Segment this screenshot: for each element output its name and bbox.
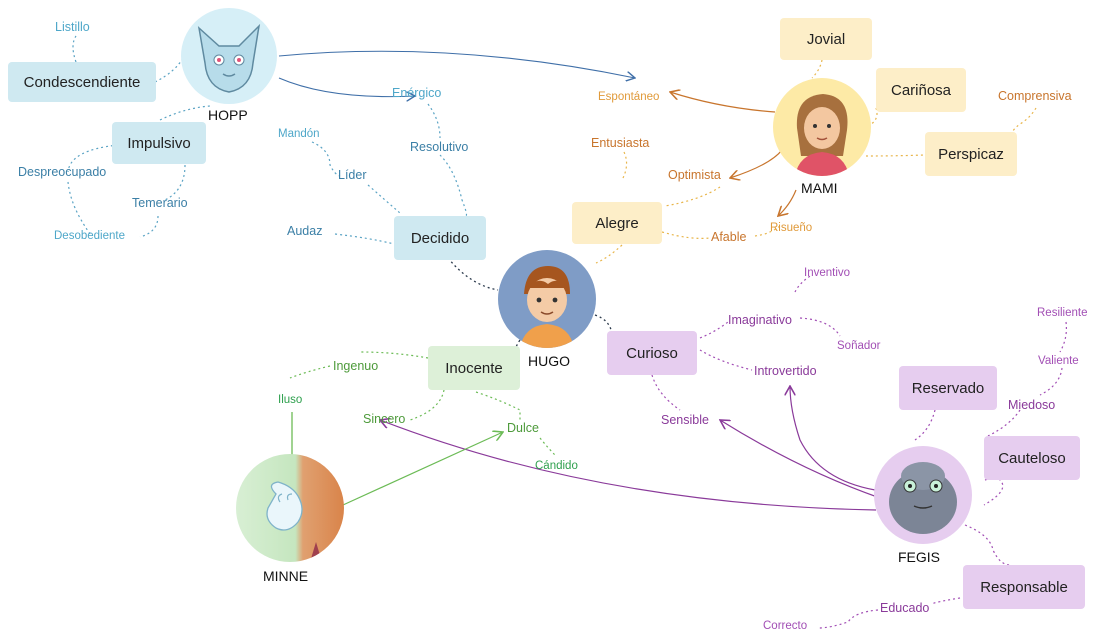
fegis-avatar bbox=[874, 446, 972, 544]
box-perspicaz[interactable]: Perspicaz bbox=[925, 132, 1017, 176]
box-cauteloso[interactable]: Cauteloso bbox=[984, 436, 1080, 480]
minne-illustration bbox=[266, 481, 322, 562]
word-temerario: Temerario bbox=[132, 196, 188, 210]
word-energico: Enérgico bbox=[392, 86, 442, 100]
word-lider: Líder bbox=[338, 168, 367, 182]
box-alegre[interactable]: Alegre bbox=[572, 202, 662, 244]
hugo-avatar bbox=[498, 250, 596, 348]
box-decidido[interactable]: Decidido bbox=[394, 216, 486, 260]
word-educado: Educado bbox=[880, 601, 930, 615]
word-imaginativo: Imaginativo bbox=[728, 313, 792, 327]
word-sincero: Sincero bbox=[363, 412, 406, 426]
word-optimista: Optimista bbox=[668, 168, 721, 182]
minne-avatar bbox=[236, 454, 344, 562]
word-inventivo: Inventivo bbox=[804, 267, 851, 279]
word-sonador: Soñador bbox=[837, 340, 881, 352]
box-reservado[interactable]: Reservado bbox=[899, 366, 997, 410]
word-valiente: Valiente bbox=[1038, 355, 1079, 367]
fegis-illustration bbox=[889, 462, 957, 534]
mami-illustration bbox=[795, 94, 849, 176]
word-afable: Afable bbox=[711, 230, 747, 244]
word-candido: Cándido bbox=[535, 460, 578, 472]
hugo-label: HUGO bbox=[528, 353, 570, 369]
word-dulce: Dulce bbox=[507, 421, 539, 435]
word-resiliente: Resiliente bbox=[1037, 307, 1088, 319]
word-comprensiva: Comprensiva bbox=[998, 89, 1072, 103]
minne-label: MINNE bbox=[263, 568, 309, 584]
hopp-avatar bbox=[181, 8, 277, 104]
box-impulsivo[interactable]: Impulsivo bbox=[112, 122, 206, 164]
box-curioso[interactable]: Curioso bbox=[607, 331, 697, 375]
mami-label: MAMI bbox=[801, 180, 838, 196]
word-introvertido: Introvertido bbox=[754, 364, 817, 378]
box-responsable[interactable]: Responsable bbox=[963, 565, 1085, 609]
word-resolutivo: Resolutivo bbox=[410, 140, 469, 154]
word-audaz: Audaz bbox=[287, 224, 323, 238]
word-ingenuo: Ingenuo bbox=[333, 359, 379, 373]
box-inocente[interactable]: Inocente bbox=[428, 346, 520, 390]
word-espontaneo: Espontáneo bbox=[598, 91, 660, 103]
hugo-illustration bbox=[520, 266, 574, 348]
word-sensible: Sensible bbox=[661, 413, 709, 427]
word-miedoso: Miedoso bbox=[1008, 398, 1056, 412]
word-entusiasta: Entusiasta bbox=[591, 136, 650, 150]
word-desobediente: Desobediente bbox=[54, 230, 125, 242]
mami-avatar bbox=[773, 78, 871, 176]
hopp-label: HOPP bbox=[208, 107, 248, 123]
hopp-illustration bbox=[197, 23, 261, 93]
word-despreocupado: Despreocupado bbox=[18, 165, 107, 179]
box-jovial[interactable]: Jovial bbox=[780, 18, 872, 60]
word-iluso: Iluso bbox=[278, 394, 303, 406]
word-listillo: Listillo bbox=[55, 20, 90, 34]
word-correcto: Correcto bbox=[763, 620, 808, 632]
word-mandon: Mandón bbox=[278, 128, 320, 140]
fegis-label: FEGIS bbox=[898, 549, 941, 565]
box-carinosa[interactable]: Cariñosa bbox=[876, 68, 966, 112]
word-risueno: Risueño bbox=[770, 222, 813, 234]
box-condescendiente[interactable]: Condescendiente bbox=[8, 62, 156, 102]
